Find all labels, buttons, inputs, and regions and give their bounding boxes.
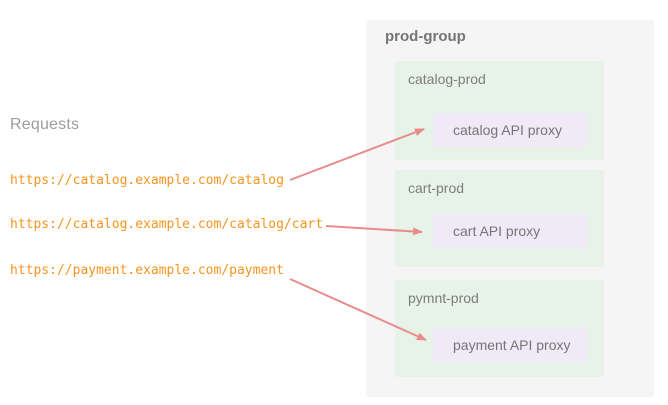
requests-heading: Requests <box>10 116 80 133</box>
prod-group-title: prod-group <box>385 28 466 45</box>
proxy-box-cart: cart API proxy <box>433 214 587 248</box>
request-url-payment: https://payment.example.com/payment <box>10 263 284 278</box>
environment-box-cart-prod: cart-prod cart API proxy <box>395 170 604 267</box>
environment-label: cart-prod <box>408 180 465 196</box>
request-url-catalog: https://catalog.example.com/catalog <box>10 173 284 188</box>
request-url-catalog-cart: https://catalog.example.com/catalog/cart <box>10 217 324 232</box>
environment-label: catalog-prod <box>408 71 486 87</box>
proxy-box-payment: payment API proxy <box>433 328 587 362</box>
environment-box-pymnt-prod: pymnt-prod payment API proxy <box>395 280 604 377</box>
proxy-box-catalog: catalog API proxy <box>433 113 587 147</box>
prod-group-panel: prod-group catalog-prod catalog API prox… <box>366 20 654 397</box>
environment-box-catalog-prod: catalog-prod catalog API proxy <box>395 61 604 160</box>
environment-label: pymnt-prod <box>408 290 479 306</box>
